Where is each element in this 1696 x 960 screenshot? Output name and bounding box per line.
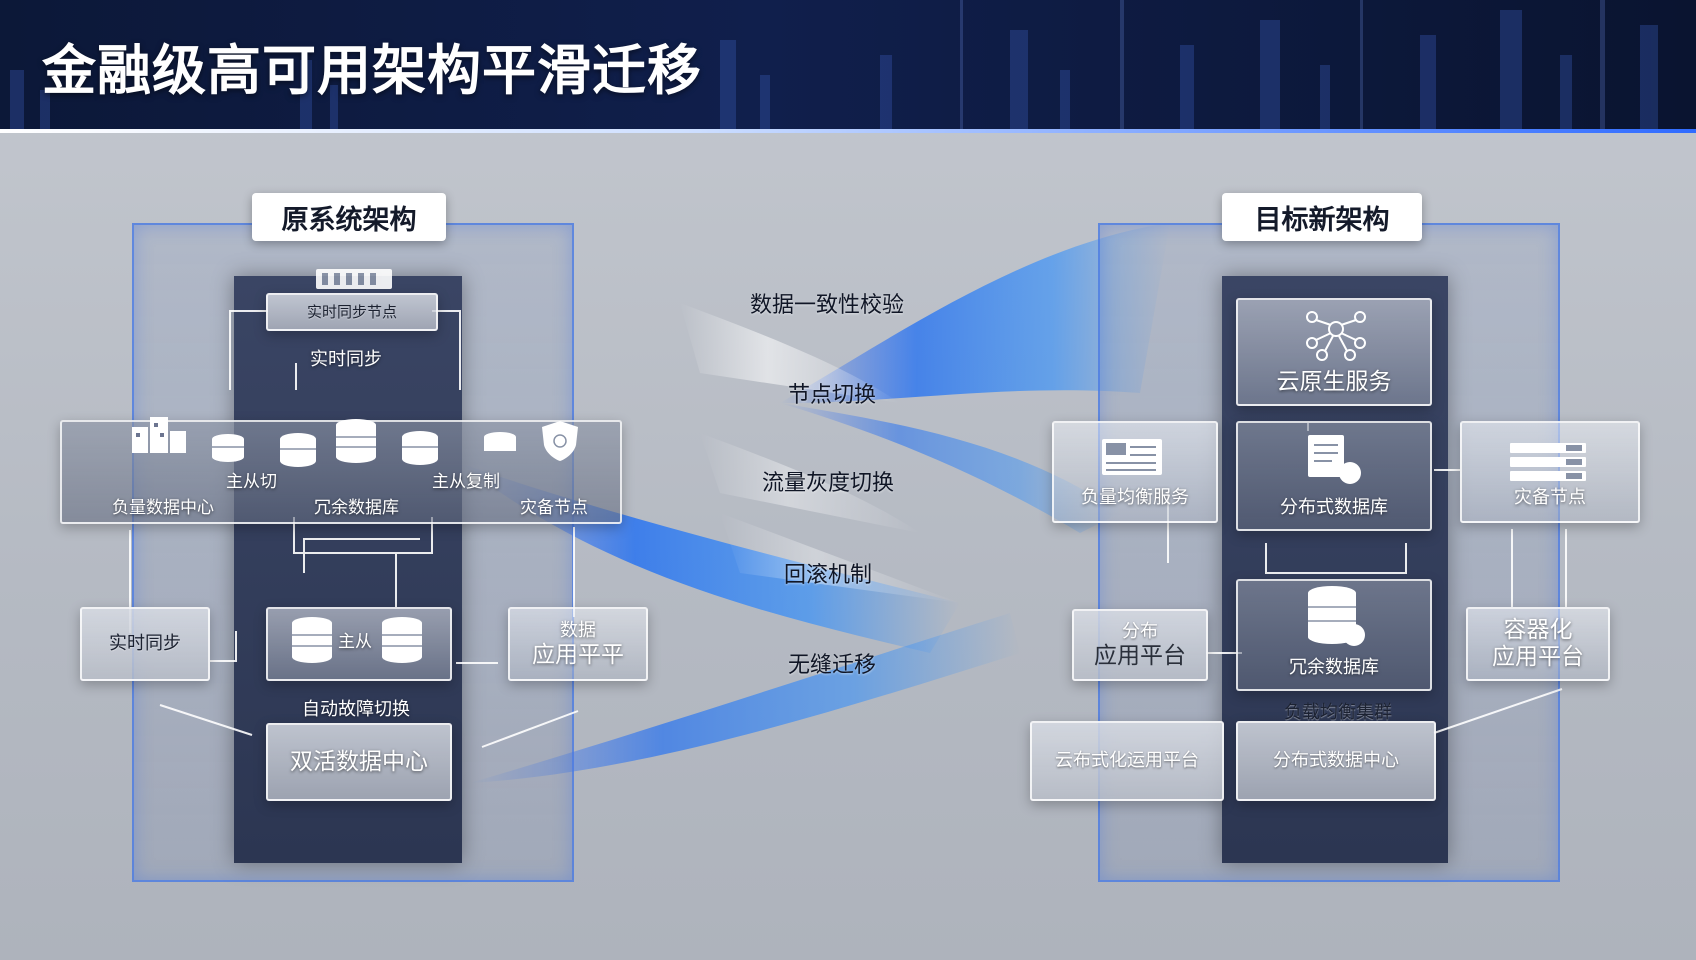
app-layer-box[interactable]: 数据 应用平平 bbox=[508, 607, 648, 681]
active-active-dc-label: 双活数据中心 bbox=[290, 748, 428, 775]
app-platform-label-2: 应用平台 bbox=[1094, 642, 1186, 669]
app-layer-label-2: 应用平平 bbox=[532, 641, 624, 668]
header-divider bbox=[0, 129, 1696, 133]
master-slave-db-icons bbox=[292, 617, 422, 663]
container-label-1: 容器化 bbox=[1503, 617, 1573, 643]
app-platform-label-1: 分布 bbox=[1122, 620, 1158, 642]
container-platform-box[interactable]: 容器化 应用平台 bbox=[1466, 607, 1610, 681]
app-platform-box[interactable]: 分布 应用平台 bbox=[1072, 609, 1208, 681]
report-db-icon bbox=[1308, 435, 1361, 484]
cloud-app-platform-box[interactable]: 云布式化运用平台 bbox=[1030, 721, 1224, 801]
realtime-sync-box[interactable]: 实时同步 bbox=[80, 607, 210, 681]
lb-cluster-label: 负载均衡集群 bbox=[1284, 702, 1392, 723]
legacy-dc-label: 负量数据中心 bbox=[112, 498, 214, 518]
legacy-row-icons bbox=[132, 417, 578, 467]
app-layer-label-1: 数据 bbox=[560, 619, 596, 641]
master-slave-copy-label: 主从复制 bbox=[432, 472, 500, 492]
step-node-switch: 节点切换 bbox=[788, 383, 877, 408]
cloud-app-platform-label: 云布式化运用平台 bbox=[1055, 750, 1199, 771]
lb-service-label: 负量均衡服务 bbox=[1081, 487, 1189, 508]
header-banner: 金融级高可用架构平滑迁移 bbox=[0, 0, 1696, 133]
header-background-bars bbox=[10, 0, 1658, 133]
step-traffic-gray-switch: 流量灰度切换 bbox=[762, 471, 895, 496]
realtime-sync-node[interactable]: 实时同步节点 bbox=[266, 293, 438, 331]
legacy-architecture-tag: 原系统架构 bbox=[252, 193, 446, 241]
master-slave-label: 主从 bbox=[338, 632, 372, 652]
server-rack-icon bbox=[316, 269, 392, 289]
target-architecture-tag: 目标新架构 bbox=[1222, 193, 1422, 241]
auto-failover-label: 自动故障切换 bbox=[302, 699, 410, 720]
distributed-dc-label: 分布式数据中心 bbox=[1273, 750, 1399, 771]
redundant-db-label: 冗余数据库 bbox=[314, 498, 399, 518]
cloud-native-service-label: 云原生服务 bbox=[1276, 369, 1392, 395]
master-slave-switch-label: 主从切 bbox=[226, 472, 277, 492]
container-label-2: 应用平台 bbox=[1492, 644, 1584, 670]
active-active-dc-box[interactable]: 双活数据中心 bbox=[266, 723, 452, 801]
page-title: 金融级高可用架构平滑迁移 bbox=[42, 39, 702, 102]
database-icon bbox=[1308, 586, 1365, 646]
right-redundant-db-label: 冗余数据库 bbox=[1289, 657, 1379, 678]
diagram-stage: 原系统架构 目标新架构 bbox=[0, 133, 1696, 960]
realtime-sync-node-label: 实时同步节点 bbox=[306, 303, 397, 321]
distributed-db-label: 分布式数据库 bbox=[1280, 497, 1388, 518]
step-data-consistency: 数据一致性校验 bbox=[750, 293, 905, 318]
realtime-sync-box-label: 实时同步 bbox=[109, 633, 181, 654]
realtime-sync-label: 实时同步 bbox=[310, 349, 382, 370]
step-rollback-mechanism: 回滚机制 bbox=[784, 563, 873, 588]
network-nodes-icon bbox=[1306, 311, 1366, 361]
document-list-icon bbox=[1102, 439, 1162, 475]
step-seamless-migration: 无缝迁移 bbox=[788, 653, 877, 678]
legacy-dr-node-label: 灾备节点 bbox=[520, 498, 588, 518]
right-dr-node-label: 灾备节点 bbox=[1514, 487, 1586, 508]
server-list-icon bbox=[1510, 443, 1586, 481]
distributed-dc-box[interactable]: 分布式数据中心 bbox=[1236, 721, 1436, 801]
cloud-native-service-box[interactable]: 云原生服务 bbox=[1236, 298, 1432, 406]
